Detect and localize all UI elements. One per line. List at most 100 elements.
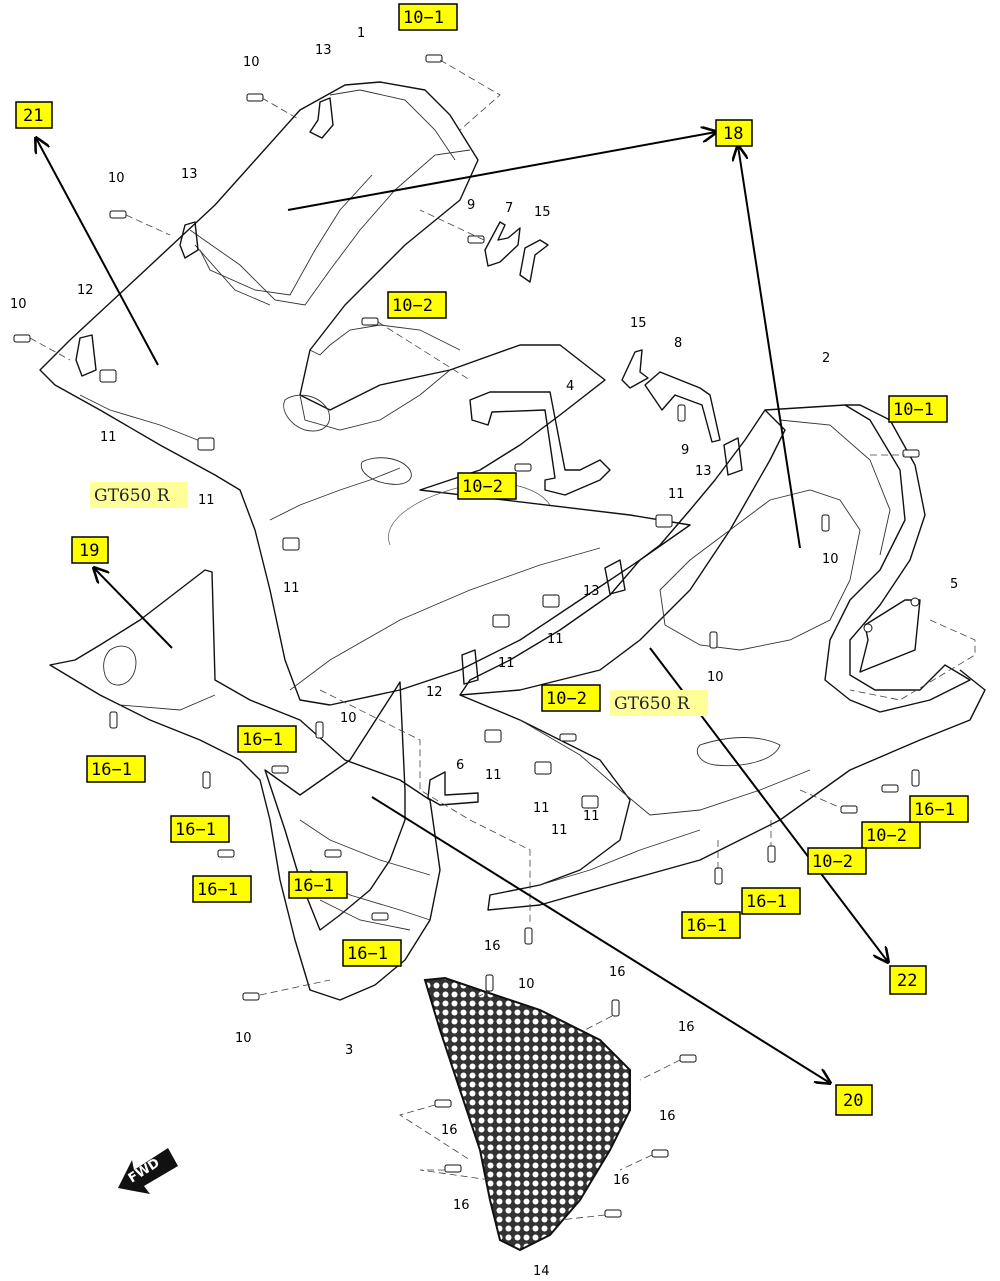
reference-box-16-1: 16−1	[681, 911, 741, 939]
bracket-part-5	[859, 597, 921, 673]
callout-11: 11	[583, 809, 600, 824]
reference-box-16-1: 16−1	[192, 875, 252, 903]
bracket-part-6	[427, 771, 479, 806]
svg-text:16−1: 16−1	[175, 820, 216, 840]
svg-text:16−1: 16−1	[91, 760, 132, 780]
reference-box-16-1: 16−1	[170, 815, 230, 843]
callout-13: 13	[583, 584, 600, 599]
callout-11: 11	[547, 632, 564, 647]
svg-text:10−1: 10−1	[403, 8, 444, 28]
reference-box-10-2: 10−2	[387, 291, 447, 319]
svg-text:10−2: 10−2	[392, 296, 433, 316]
model-label: GT650 R	[94, 486, 171, 506]
callout-15: 15	[534, 205, 551, 220]
reference-box-18: 18	[715, 119, 753, 147]
reference-box-10-2: 10−2	[541, 684, 601, 712]
model-labels: GT650 R GT650 R	[90, 482, 708, 716]
reference-box-10-1: 10−1	[888, 395, 948, 423]
reference-arrows	[36, 132, 888, 1083]
callout-4: 4	[566, 379, 574, 394]
svg-text:10−2: 10−2	[462, 477, 503, 497]
right-side-panel	[459, 404, 986, 911]
callout-10: 10	[822, 552, 839, 567]
callout-11: 11	[498, 656, 515, 671]
callout-16: 16	[678, 1020, 695, 1035]
reference-box-16-1: 16−1	[237, 725, 297, 753]
callout-11: 11	[198, 493, 215, 508]
part-callouts: 1 2 3 4 5 6 7 8 9 9 10 10 10 10 10 10 10…	[10, 26, 958, 1279]
reference-box-20: 20	[835, 1084, 873, 1116]
callout-14: 14	[533, 1264, 550, 1279]
reference-box-19: 19	[71, 536, 109, 564]
reference-box-10-1: 10−1	[398, 3, 458, 31]
callout-13: 13	[181, 167, 198, 182]
callout-16: 16	[441, 1123, 458, 1138]
svg-text:19: 19	[79, 541, 99, 561]
reference-box-22: 22	[889, 965, 927, 995]
reference-box-16-1: 16−1	[342, 939, 402, 967]
small-brackets	[484, 221, 721, 443]
svg-text:16−1: 16−1	[686, 916, 727, 936]
forward-direction-arrow: FWD	[118, 1148, 178, 1194]
callout-8: 8	[674, 336, 682, 351]
callout-11: 11	[668, 487, 685, 502]
left-lower-panel	[49, 569, 441, 1001]
reference-box-16-1: 16−1	[909, 795, 969, 823]
reference-box-10-2: 10−2	[807, 847, 867, 875]
svg-text:16−1: 16−1	[197, 880, 238, 900]
callout-1: 1	[357, 26, 365, 41]
callout-2: 2	[822, 351, 830, 366]
callout-11: 11	[485, 768, 502, 783]
reference-box-10-2: 10−2	[457, 472, 517, 500]
screws	[13, 54, 920, 1218]
reference-box-16-1: 16−1	[86, 755, 146, 783]
callout-11: 11	[551, 823, 568, 838]
svg-text:10−2: 10−2	[546, 689, 587, 709]
callout-10: 10	[108, 171, 125, 186]
callout-10: 10	[340, 711, 357, 726]
svg-text:10−1: 10−1	[893, 400, 934, 420]
callout-16: 16	[659, 1109, 676, 1124]
callout-10: 10	[10, 297, 27, 312]
svg-text:16−1: 16−1	[746, 892, 787, 912]
callout-9: 9	[681, 443, 689, 458]
callout-5: 5	[950, 577, 958, 592]
assembly-lines	[29, 59, 976, 1221]
model-label: GT650 R	[614, 694, 691, 714]
reference-box-10-2: 10−2	[861, 821, 921, 849]
mesh-grille-part-14	[423, 976, 631, 1252]
callout-9: 9	[467, 198, 475, 213]
callout-16: 16	[453, 1198, 470, 1213]
callout-11: 11	[283, 581, 300, 596]
callout-10: 10	[235, 1031, 252, 1046]
svg-text:16−1: 16−1	[293, 876, 334, 896]
callout-10: 10	[518, 977, 535, 992]
svg-text:18: 18	[723, 124, 743, 144]
callout-12: 12	[426, 685, 443, 700]
callout-12: 12	[77, 283, 94, 298]
svg-text:16−1: 16−1	[347, 944, 388, 964]
bracket-part-4	[469, 391, 611, 496]
callout-15: 15	[630, 316, 647, 331]
svg-text:22: 22	[897, 971, 917, 991]
callout-11: 11	[100, 430, 117, 445]
callout-6: 6	[456, 758, 464, 773]
reference-box-16-1: 16−1	[288, 871, 348, 899]
callout-10: 10	[243, 55, 260, 70]
reference-box-21: 21	[15, 101, 53, 129]
callout-10: 10	[707, 670, 724, 685]
clips-and-nuts	[75, 97, 743, 809]
callout-16: 16	[609, 965, 626, 980]
callout-16: 16	[613, 1173, 630, 1188]
callout-7: 7	[505, 201, 513, 216]
callout-3: 3	[345, 1043, 353, 1058]
reference-boxes: 10−1 10−1 10−2 10−2 10−2 10−2 10−2 16−1 …	[15, 3, 969, 1116]
callout-13: 13	[695, 464, 712, 479]
svg-text:20: 20	[843, 1091, 863, 1111]
svg-text:10−2: 10−2	[866, 826, 907, 846]
svg-text:10−2: 10−2	[812, 852, 853, 872]
callout-13: 13	[315, 43, 332, 58]
svg-text:21: 21	[23, 106, 43, 126]
svg-text:16−1: 16−1	[242, 730, 283, 750]
